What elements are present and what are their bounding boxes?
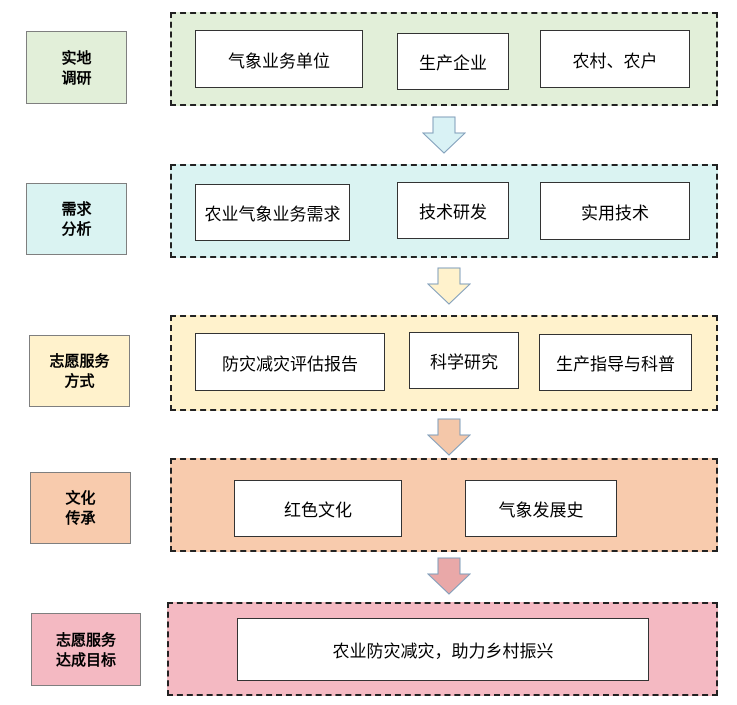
down-arrow-4 xyxy=(427,557,471,595)
stage-label-service-modes: 志愿服务 方式 xyxy=(29,335,130,407)
box-meteorological-units: 气象业务单位 xyxy=(195,30,363,88)
stage-label-survey-text: 实地 调研 xyxy=(61,48,92,87)
box-meteorology-history: 气象发展史 xyxy=(465,480,617,537)
down-arrow-2 xyxy=(427,267,471,305)
stage-panel-survey: 气象业务单位 生产企业 农村、农户 xyxy=(170,12,718,106)
stage-label-survey: 实地 调研 xyxy=(26,31,127,104)
stage-panel-needs-analysis: 农业气象业务需求 技术研发 实用技术 xyxy=(170,164,718,258)
box-scientific-research: 科学研究 xyxy=(409,332,519,389)
down-arrow-1 xyxy=(422,116,466,154)
box-agri-meteorological-needs: 农业气象业务需求 xyxy=(195,184,350,241)
box-practical-tech: 实用技术 xyxy=(540,182,690,240)
stage-label-needs-analysis-text: 需求 分析 xyxy=(61,200,92,238)
stage-panel-cultural-heritage: 红色文化 气象发展史 xyxy=(170,458,718,552)
stage-label-service-goals-text: 志愿服务 达成目标 xyxy=(55,630,116,669)
stage-label-service-goals: 志愿服务 达成目标 xyxy=(31,613,141,686)
down-arrow-3 xyxy=(427,418,471,456)
stage-label-needs-analysis: 需求 分析 xyxy=(26,183,127,255)
box-rural-farmers: 农村、农户 xyxy=(540,30,690,88)
box-tech-rd: 技术研发 xyxy=(397,182,509,239)
box-red-culture: 红色文化 xyxy=(234,480,402,537)
stage-panel-service-modes: 防灾减灾评估报告 科学研究 生产指导与科普 xyxy=(170,315,718,411)
stage-label-service-modes-text: 志愿服务 方式 xyxy=(49,352,110,390)
stage-label-cultural-heritage-text: 文化 传承 xyxy=(65,489,96,527)
stage-label-cultural-heritage: 文化 传承 xyxy=(30,472,131,544)
box-production-guidance-science: 生产指导与科普 xyxy=(539,334,692,391)
box-rural-revitalization-goal: 农业防灾减灾，助力乡村振兴 xyxy=(237,618,649,681)
box-disaster-assessment-report: 防灾减灾评估报告 xyxy=(195,333,385,391)
stage-panel-service-goals: 农业防灾减灾，助力乡村振兴 xyxy=(167,602,718,696)
box-production-enterprises: 生产企业 xyxy=(397,33,509,90)
